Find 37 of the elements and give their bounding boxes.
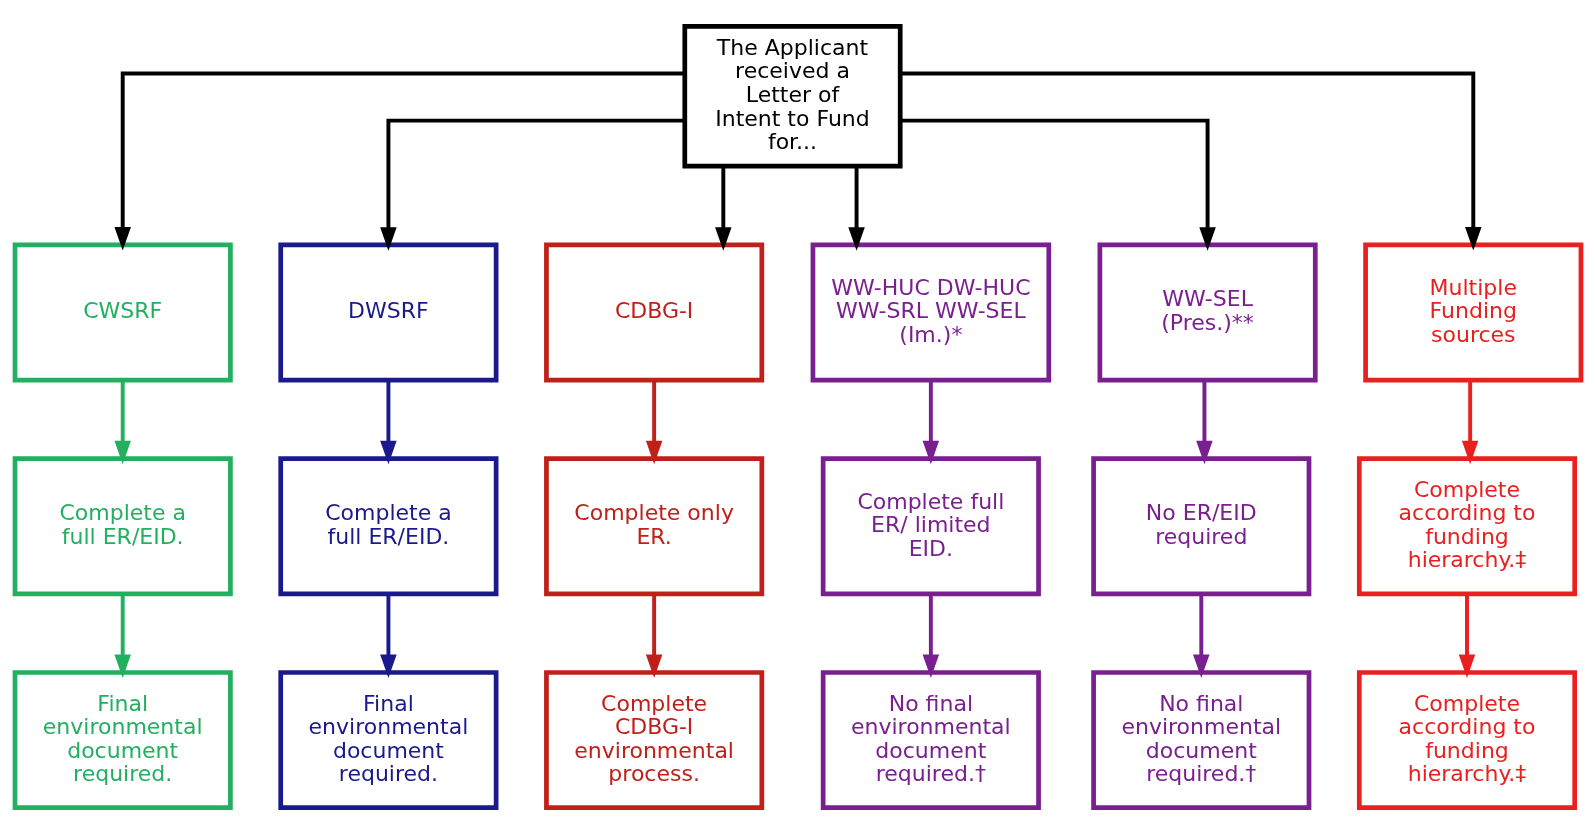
node-box: Complete a full ER/EID. — [12, 455, 233, 596]
arrow — [1196, 379, 1213, 464]
arrow — [645, 379, 663, 464]
arrow — [114, 71, 685, 251]
node-box: CDBG-I — [544, 242, 765, 382]
node-box: WW-HUC DW-HUC WW-SRL WW-SEL (Im.)* — [810, 242, 1052, 382]
arrow — [922, 593, 940, 678]
node-box: Complete only ER. — [544, 455, 765, 596]
node-box: Multiple Funding sources — [1363, 242, 1584, 382]
node-box: Final environmental document required. — [278, 669, 499, 810]
arrow — [645, 593, 663, 678]
arrow — [1193, 593, 1210, 678]
node-box: Complete a full ER/EID. — [278, 455, 499, 596]
arrow — [114, 379, 131, 464]
arrow — [1458, 593, 1476, 678]
node-box: CWSRF — [12, 242, 233, 382]
node-box: WW-SEL (Pres.)** — [1097, 242, 1318, 382]
node-box: No ER/EID required — [1091, 455, 1312, 596]
node-box: The Applicant received a Letter of Intent to Fund for... — [682, 23, 903, 169]
arrow — [900, 118, 1216, 251]
arrow — [380, 379, 397, 464]
arrow — [380, 118, 685, 251]
node-box: Complete full ER/ limited EID. — [820, 455, 1041, 596]
node-box: Complete according to funding hierarchy.‡ — [1356, 669, 1578, 810]
arrow — [848, 165, 865, 251]
node-box: Complete according to funding hierarchy.‡ — [1356, 455, 1578, 596]
node-box: DWSRF — [278, 242, 499, 382]
node-box: No final environmental document required.† — [1091, 669, 1312, 810]
node-box: No final environmental document required.† — [820, 669, 1041, 810]
node-box: Complete CDBG-I environmental process. — [544, 669, 765, 810]
arrow — [114, 593, 131, 678]
node-box: Final environmental document required. — [12, 669, 233, 810]
arrow — [380, 593, 397, 678]
arrow — [1461, 379, 1479, 464]
arrow — [922, 379, 940, 464]
arrow — [715, 165, 732, 251]
arrow — [900, 71, 1482, 251]
